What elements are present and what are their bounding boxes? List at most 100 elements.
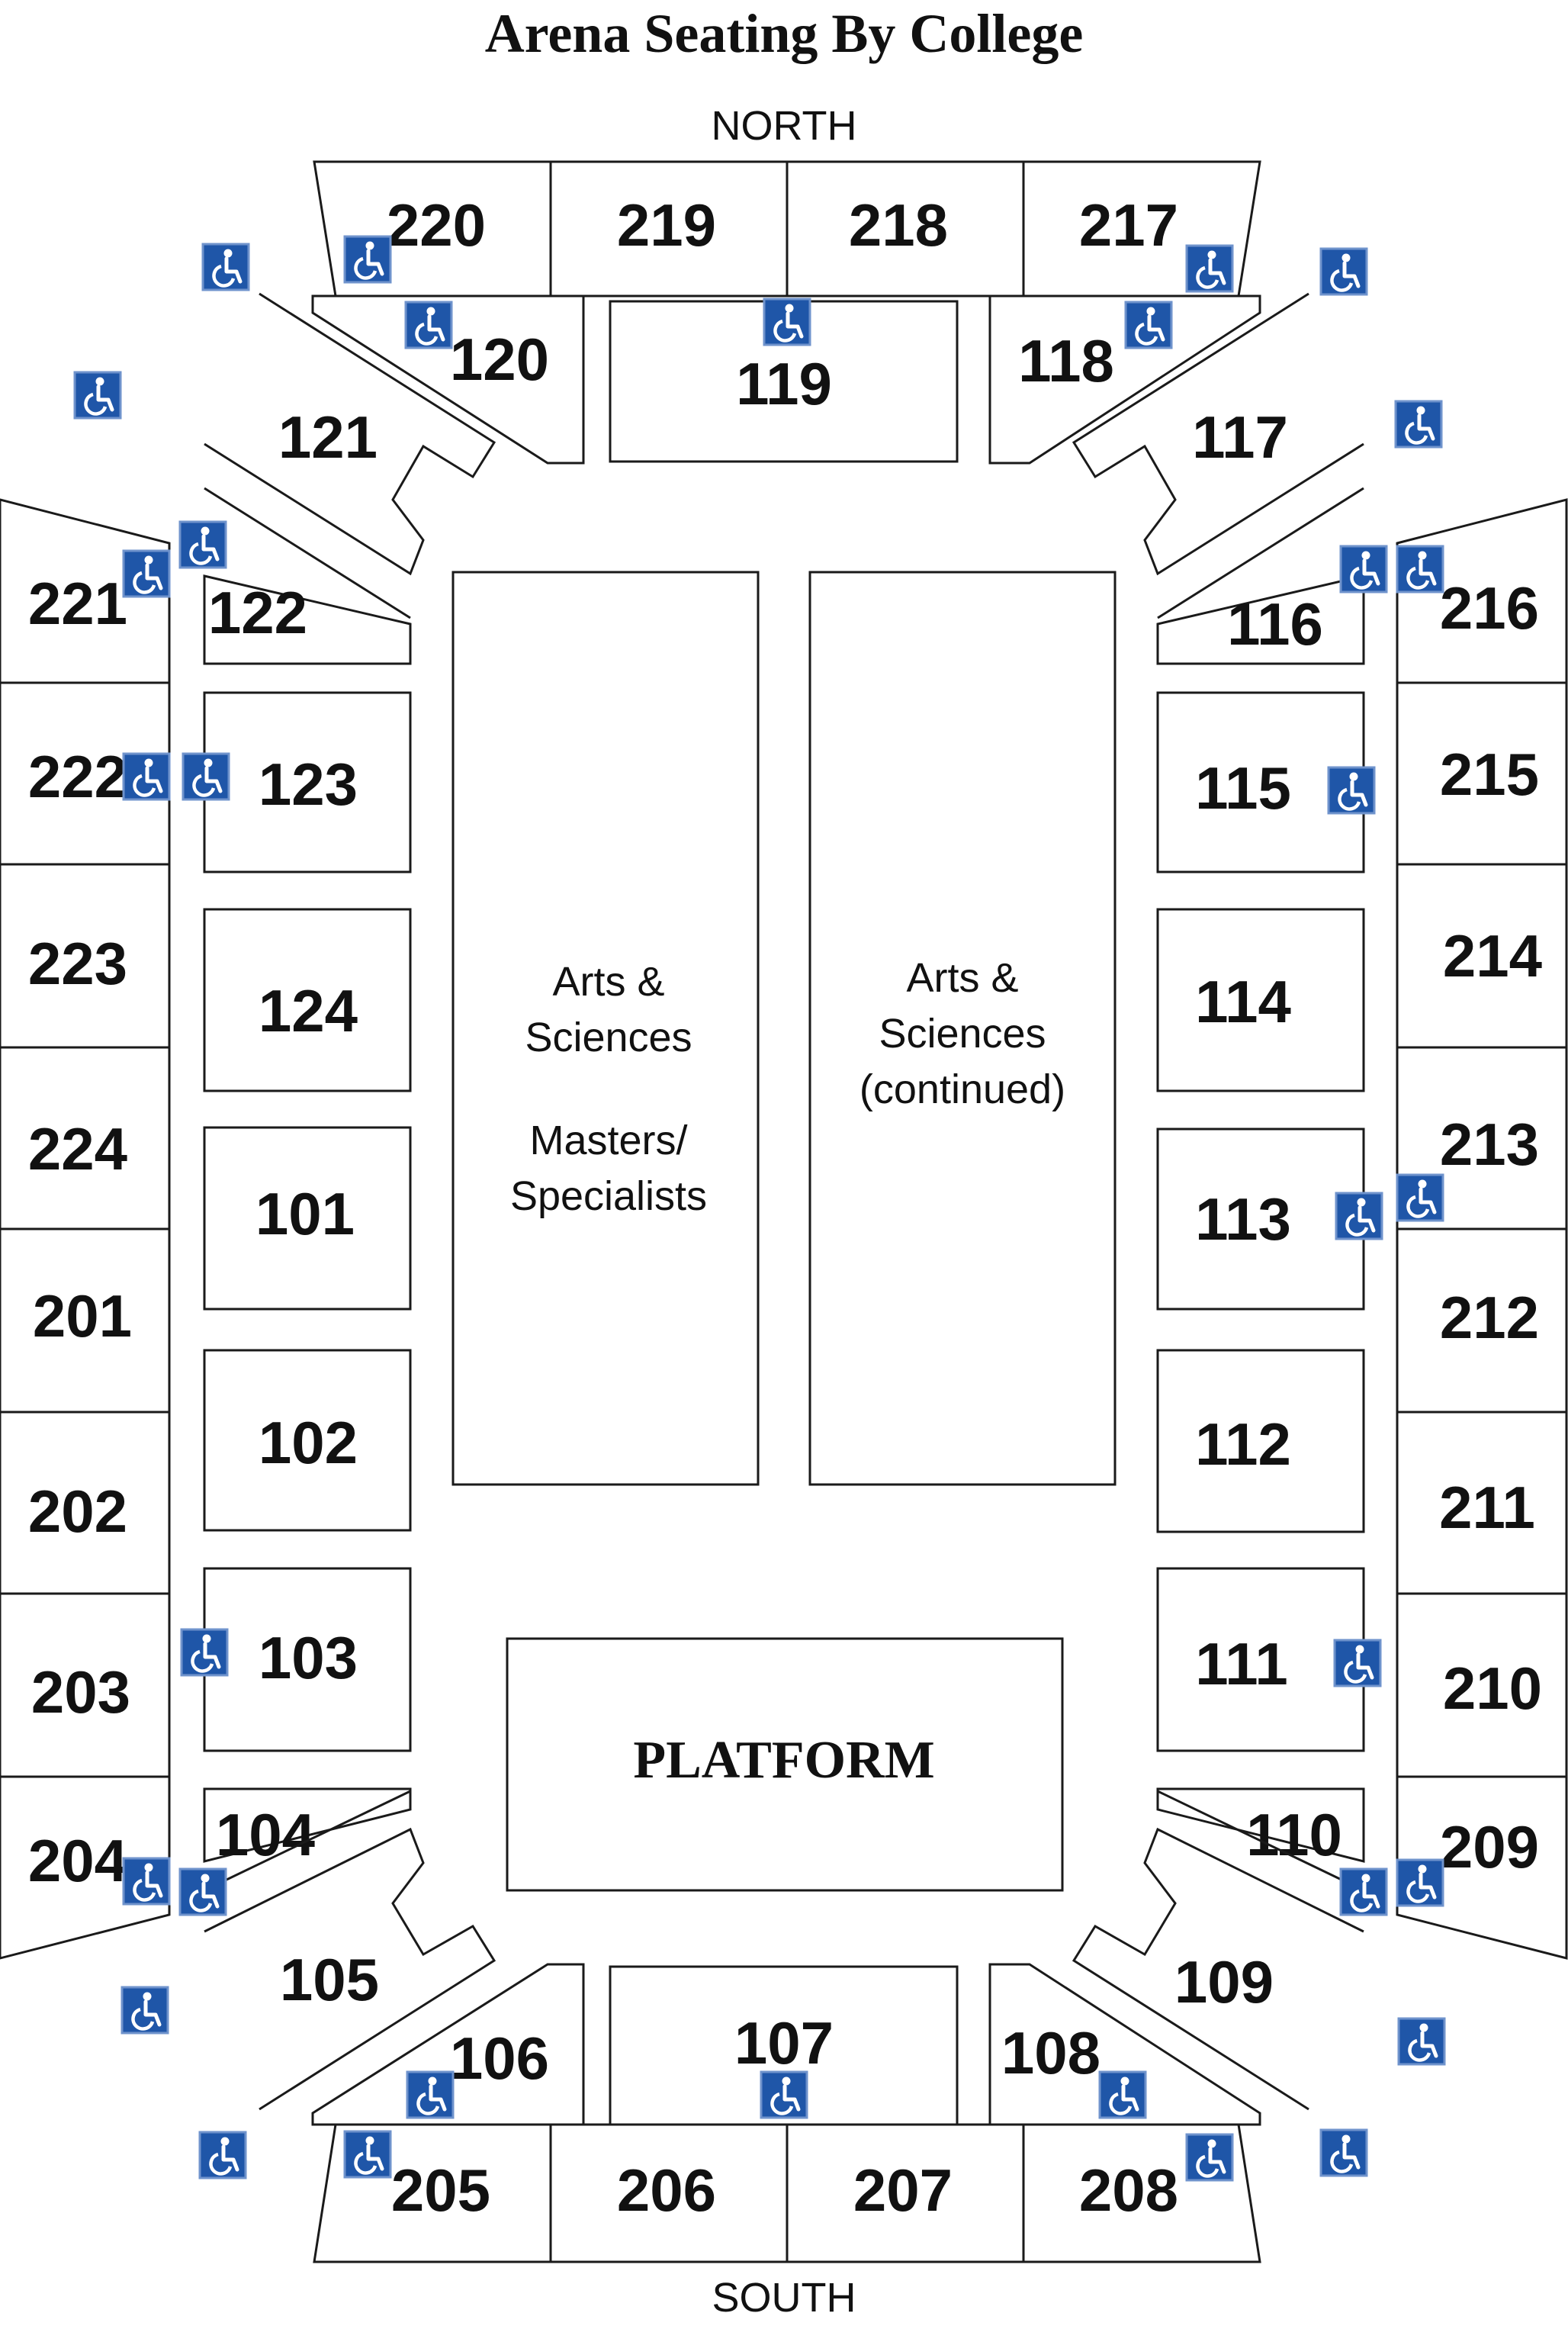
section-label: 224 <box>28 1115 127 1182</box>
wheelchair-icon <box>1397 1860 1443 1906</box>
section-105[interactable]: 105 <box>204 1790 496 2111</box>
wheelchair-icon <box>1397 1175 1443 1221</box>
section-label: 220 <box>387 191 486 259</box>
wheelchair-icon <box>1341 546 1386 592</box>
section-122[interactable]: 122 <box>203 574 412 665</box>
wheelchair-icon <box>1341 1869 1386 1915</box>
wheelchair-icon <box>764 299 810 345</box>
section-107[interactable]: 107 <box>609 1965 959 2126</box>
section-112[interactable]: 112 <box>1156 1349 1365 1533</box>
section-221[interactable]: 221 <box>0 498 171 684</box>
section-label: 217 <box>1079 191 1178 259</box>
section-label: 102 <box>259 1409 358 1476</box>
floor-block-line: Sciences <box>879 1011 1046 1057</box>
section-209[interactable]: 209 <box>1396 1775 1568 1960</box>
wheelchair-icon <box>1329 767 1374 813</box>
section-label: 203 <box>31 1658 130 1726</box>
wheelchair-icon <box>180 1869 226 1915</box>
section-label: 202 <box>28 1478 127 1545</box>
section-218[interactable]: 218 <box>786 160 1025 298</box>
section-123[interactable]: 123 <box>203 691 412 873</box>
section-label: 113 <box>1195 1185 1291 1253</box>
section-113[interactable]: 113 <box>1156 1128 1365 1311</box>
section-label: 123 <box>259 751 358 818</box>
section-204[interactable]: 204 <box>0 1775 171 1960</box>
section-210[interactable]: 210 <box>1396 1592 1568 1778</box>
section-211[interactable]: 211 <box>1396 1411 1568 1595</box>
wheelchair-icon <box>1100 2072 1145 2118</box>
section-116[interactable]: 116 <box>1156 574 1365 665</box>
section-120[interactable]: 120 <box>311 294 585 465</box>
section-label: 221 <box>28 570 127 637</box>
wheelchair-icon <box>124 754 169 799</box>
section-102[interactable]: 102 <box>203 1349 412 1532</box>
wheelchair-icon <box>200 2132 246 2178</box>
wheelchair-icon <box>1321 249 1367 294</box>
section-224[interactable]: 224 <box>0 1046 171 1230</box>
south-label: SOUTH <box>712 2275 856 2321</box>
section-203[interactable]: 203 <box>0 1592 171 1778</box>
section-108[interactable]: 108 <box>988 1963 1261 2126</box>
section-206[interactable]: 206 <box>549 2123 789 2263</box>
wheelchair-icon <box>124 551 169 597</box>
section-101[interactable]: 101 <box>203 1126 412 1311</box>
section-label: 213 <box>1440 1111 1539 1178</box>
section-label: 222 <box>28 743 127 810</box>
floor-block-line: Arts & <box>906 955 1018 1001</box>
section-label: 109 <box>1174 1948 1274 2015</box>
wheelchair-icon <box>124 1858 169 1904</box>
floor-block-line: (continued) <box>860 1066 1065 1112</box>
floor-block-line: Masters/ <box>529 1118 687 1163</box>
section-219[interactable]: 219 <box>549 160 789 298</box>
section-label: 211 <box>1439 1474 1535 1541</box>
section-label: 205 <box>391 2157 490 2224</box>
section-103[interactable]: 103 <box>203 1567 412 1752</box>
section-label: 115 <box>1195 754 1291 822</box>
section-label: 210 <box>1443 1655 1542 1722</box>
section-104[interactable]: 104 <box>203 1787 412 1868</box>
section-201[interactable]: 201 <box>0 1227 171 1414</box>
wheelchair-icon <box>75 372 120 418</box>
section-label: 120 <box>450 326 549 393</box>
section-111[interactable]: 111 <box>1156 1567 1365 1752</box>
section-114[interactable]: 114 <box>1156 908 1365 1092</box>
page-title: Arena Seating By College <box>485 3 1084 64</box>
wheelchair-icon <box>345 2131 390 2177</box>
wheelchair-icon <box>1396 401 1441 447</box>
section-212[interactable]: 212 <box>1396 1227 1568 1414</box>
wheelchair-icon <box>203 244 249 290</box>
wheelchair-icon <box>761 2072 807 2118</box>
section-label: 108 <box>1001 2019 1100 2086</box>
wheelchair-icon <box>1335 1640 1380 1686</box>
section-label: 208 <box>1079 2157 1178 2224</box>
section-215[interactable]: 215 <box>1396 681 1568 866</box>
section-label: 223 <box>28 930 127 997</box>
section-label: 201 <box>33 1282 132 1349</box>
floor-block-arts-sciences[interactable]: Arts & Sciences Masters/ Specialists <box>451 571 760 1486</box>
section-202[interactable]: 202 <box>0 1411 171 1595</box>
section-223[interactable]: 223 <box>0 863 171 1049</box>
section-117[interactable]: 117 <box>1072 292 1364 619</box>
section-label: 107 <box>734 2009 834 2076</box>
section-label: 216 <box>1440 574 1539 642</box>
section-label: 122 <box>208 579 307 646</box>
section-124[interactable]: 124 <box>203 908 412 1092</box>
floor-block-arts-sciences-continued[interactable]: Arts & Sciences (continued) <box>808 571 1117 1486</box>
section-label: 117 <box>1192 404 1288 471</box>
section-121[interactable]: 121 <box>204 292 496 619</box>
wheelchair-icon <box>1126 302 1171 348</box>
floor-block-line: Specialists <box>510 1173 707 1219</box>
wheelchair-icon <box>1187 2134 1232 2180</box>
section-109[interactable]: 109 <box>1072 1790 1364 2111</box>
floor-block-line: Arts & <box>552 959 664 1005</box>
section-106[interactable]: 106 <box>311 1963 585 2126</box>
section-label: 215 <box>1440 741 1539 808</box>
section-110[interactable]: 110 <box>1156 1787 1365 1868</box>
section-207[interactable]: 207 <box>786 2123 1025 2263</box>
north-label: NORTH <box>711 103 856 149</box>
section-label: 112 <box>1195 1411 1291 1478</box>
wheelchair-icon <box>406 302 451 348</box>
section-label: 105 <box>280 1946 379 2013</box>
section-118[interactable]: 118 <box>988 294 1261 465</box>
section-214[interactable]: 214 <box>1396 863 1568 1049</box>
